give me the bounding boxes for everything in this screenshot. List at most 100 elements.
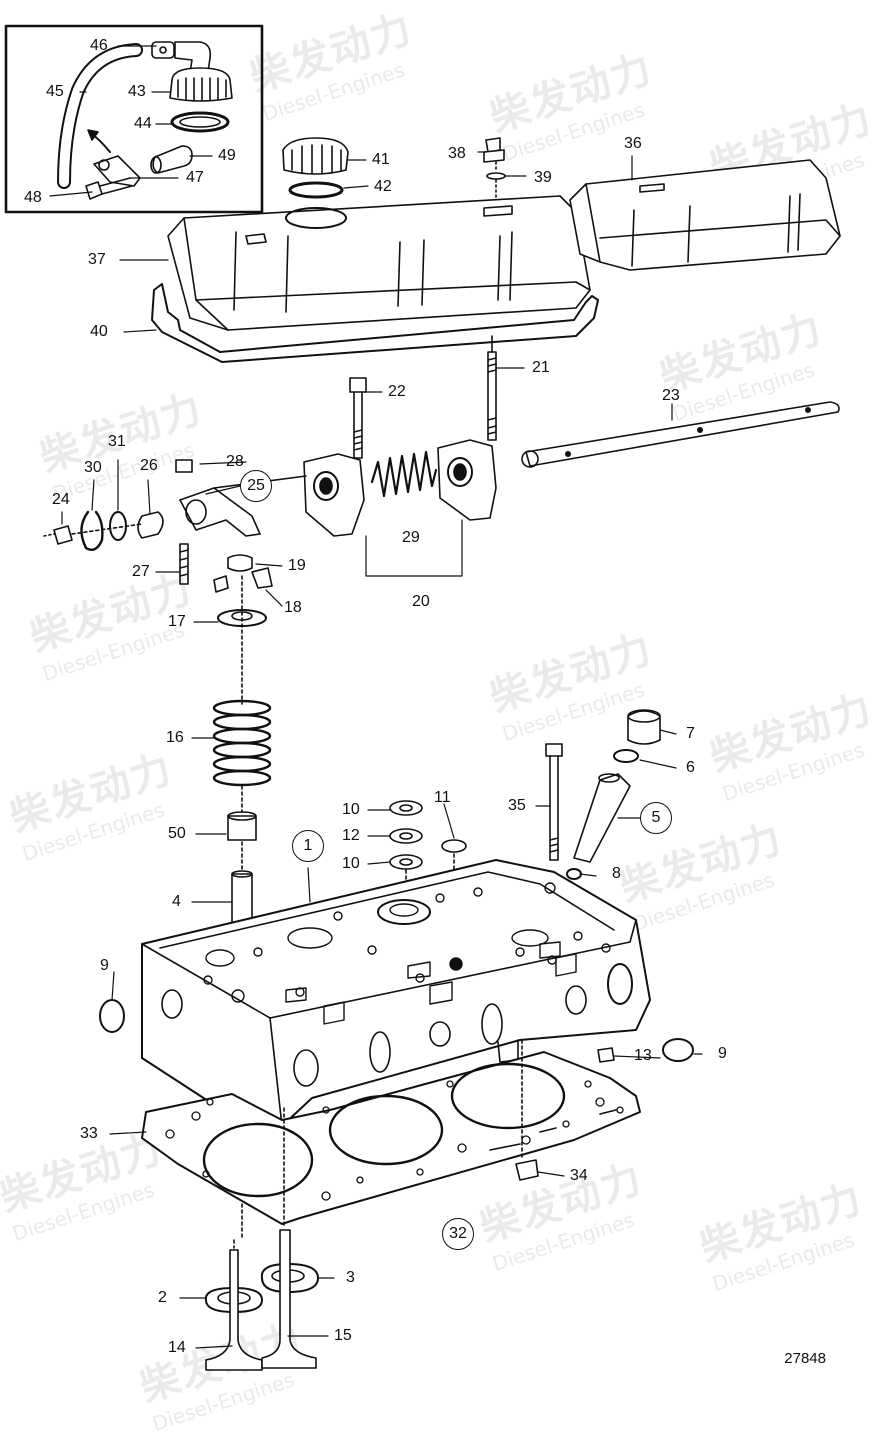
callout-35: 35 — [508, 797, 526, 814]
exhaust-valve — [205, 1249, 263, 1371]
callout-18: 18 — [284, 599, 302, 616]
callout-11: 11 — [434, 789, 451, 806]
washer — [109, 511, 127, 541]
filler-seal — [288, 181, 344, 199]
callout-31: 31 — [108, 433, 126, 450]
valve-cap — [227, 554, 253, 572]
injector-cap — [627, 710, 661, 745]
callout-38: 38 — [448, 145, 466, 162]
callout-5: 5 — [640, 802, 672, 834]
expansion-plug — [99, 999, 125, 1033]
callout-37: 37 — [88, 251, 106, 268]
washer — [389, 854, 423, 870]
callout-46: 46 — [90, 37, 108, 54]
callout-17: 17 — [168, 613, 186, 630]
callout-26: 26 — [140, 457, 158, 474]
callout-50: 50 — [168, 825, 186, 842]
plug — [53, 525, 73, 545]
callout-25: 25 — [240, 470, 272, 502]
washer — [389, 828, 423, 844]
callout-23: 23 — [662, 387, 680, 404]
sleeve — [152, 145, 193, 174]
callout-10-top: 10 — [342, 801, 360, 818]
callout-14: 14 — [168, 1339, 186, 1356]
rocker-arm — [179, 487, 261, 537]
callout-44: 44 — [134, 115, 152, 132]
callout-49: 49 — [218, 147, 236, 164]
callout-40: 40 — [90, 323, 108, 340]
callout-16: 16 — [166, 729, 184, 746]
injector-washer — [613, 749, 639, 763]
valve-stem-seal — [227, 815, 257, 841]
valve-collet — [213, 575, 229, 593]
callout-39: 39 — [534, 169, 552, 186]
callout-32: 32 — [442, 1218, 474, 1250]
callout-3: 3 — [346, 1269, 355, 1286]
callout-45: 45 — [46, 83, 64, 100]
callout-2: 2 — [158, 1289, 167, 1306]
callout-33: 33 — [80, 1125, 98, 1142]
exploded-parts-drawing — [4, 24, 841, 1371]
valve-cover-gasket — [151, 283, 599, 363]
breather-cap — [169, 67, 233, 102]
callout-9-left: 9 — [100, 957, 109, 974]
stud — [487, 351, 497, 441]
plug — [515, 1159, 539, 1181]
cylinder-bore — [202, 1122, 314, 1198]
sealing-ring — [566, 868, 582, 880]
cylinder-bore — [450, 1062, 566, 1130]
callout-13: 13 — [634, 1047, 652, 1064]
washer — [486, 172, 506, 180]
bolt — [85, 181, 103, 200]
head-bolt — [545, 743, 563, 757]
valve-spring — [212, 699, 272, 787]
cylinder-bore — [328, 1094, 444, 1166]
callout-34: 34 — [570, 1167, 588, 1184]
callout-15: 15 — [334, 1327, 352, 1344]
callout-1: 1 — [292, 830, 324, 862]
callout-4: 4 — [172, 893, 181, 910]
hose-clamp — [151, 41, 175, 59]
valve-collet — [251, 567, 273, 589]
callout-30: 30 — [84, 459, 102, 476]
callout-43: 43 — [128, 83, 146, 100]
exhaust-valve-seat — [204, 1287, 263, 1313]
callout-6: 6 — [686, 759, 695, 776]
head-gasket — [141, 1051, 641, 1225]
adjusting-nut — [175, 459, 193, 473]
valve-cover-rear — [569, 159, 841, 271]
adjusting-screw — [179, 543, 189, 585]
rocker-spring — [370, 450, 438, 498]
callout-47: 47 — [186, 169, 204, 186]
washer — [441, 839, 467, 853]
callout-48: 48 — [24, 189, 42, 206]
callout-24: 24 — [52, 491, 70, 508]
bushing — [137, 511, 164, 539]
callout-42: 42 — [374, 178, 392, 195]
callout-20: 20 — [412, 593, 430, 610]
rocker-shaft — [525, 401, 840, 467]
bolt — [349, 377, 367, 393]
callout-28: 28 — [226, 453, 244, 470]
callout-19: 19 — [288, 557, 306, 574]
callout-9-right: 9 — [718, 1045, 727, 1062]
callout-27: 27 — [132, 563, 150, 580]
expansion-plug — [662, 1038, 694, 1062]
callout-12: 12 — [342, 827, 360, 844]
inlet-valve — [261, 1229, 317, 1369]
callout-8: 8 — [612, 865, 621, 882]
callout-7: 7 — [686, 725, 695, 742]
callout-29: 29 — [402, 529, 420, 546]
callout-22: 22 — [388, 383, 406, 400]
callout-10-bottom: 10 — [342, 855, 360, 872]
rocker-bracket — [437, 439, 497, 521]
plug — [597, 1047, 615, 1063]
callout-36: 36 — [624, 135, 642, 152]
callout-41: 41 — [372, 151, 390, 168]
callout-21: 21 — [532, 359, 550, 376]
breather-seal — [170, 111, 230, 133]
circlip — [80, 510, 104, 551]
washer — [389, 800, 423, 816]
inset-frame — [4, 24, 264, 214]
drawing-number: 27848 — [784, 1350, 826, 1367]
